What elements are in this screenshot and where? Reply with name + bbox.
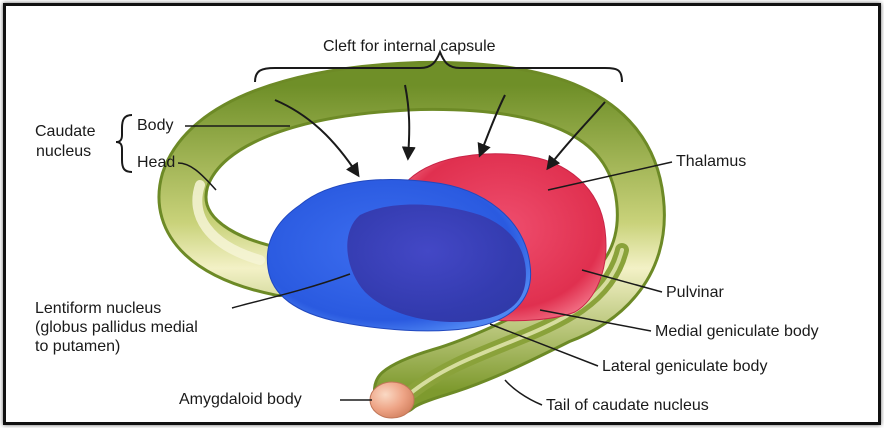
pulvinar-label: Pulvinar [666,283,724,302]
amygdaloid-label: Amygdaloid body [179,390,302,409]
tail-label: Tail of caudate nucleus [546,396,709,415]
caudate-brace [116,115,132,172]
amygdaloid-body-shape [370,382,414,418]
head-label: Head [137,153,175,172]
lentiform-label-line2: (globus pallidus medial [35,318,198,337]
cleft-label: Cleft for internal capsule [323,37,496,56]
body-label: Body [137,116,173,135]
caudate-label-line2: nucleus [36,142,91,161]
lateral-geniculate-label: Lateral geniculate body [602,357,767,376]
thalamus-label: Thalamus [676,152,746,171]
caudate-label-line1: Caudate [35,122,96,141]
lentiform-label-line1: Lentiform nucleus [35,299,161,318]
medial-geniculate-label: Medial geniculate body [655,322,819,341]
lentiform-label-line3: to putamen) [35,337,120,356]
